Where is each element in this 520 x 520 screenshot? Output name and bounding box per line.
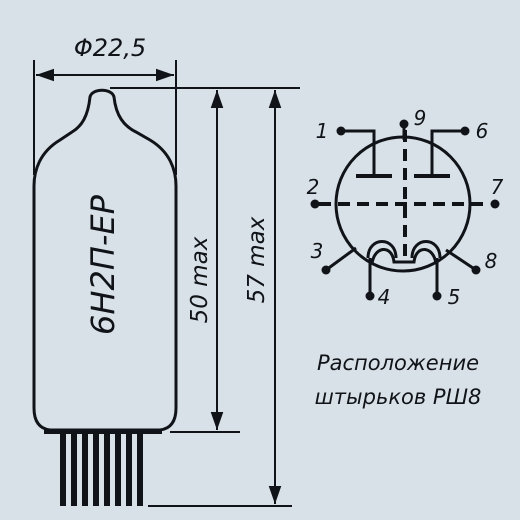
diameter-dimension [33,60,177,175]
tube-base [44,430,162,434]
pin-label-5: 5 [448,285,461,309]
pin-label-7: 7 [491,175,504,199]
pin-label-1: 1 [316,119,329,143]
pin-label-3: 3 [311,239,324,263]
tube-marking: 6Н2П-ЕР [84,194,122,335]
tube-pins [60,434,143,506]
pin-label-9: 9 [414,106,427,130]
pin-layout-schematic [310,119,500,301]
diameter-label: Φ22,5 [74,34,146,62]
height-outer-label: 57 max [244,216,270,303]
pin-label-4: 4 [378,285,391,309]
pin-label-6: 6 [476,119,489,143]
caption-line-1: Расположение [317,351,479,375]
tube-outline [32,88,178,432]
height-inner-label: 50 max [187,236,213,323]
pin-label-8: 8 [485,249,498,273]
pin-label-2: 2 [307,175,320,199]
caption-line-2: штырьков РШ8 [315,385,482,409]
